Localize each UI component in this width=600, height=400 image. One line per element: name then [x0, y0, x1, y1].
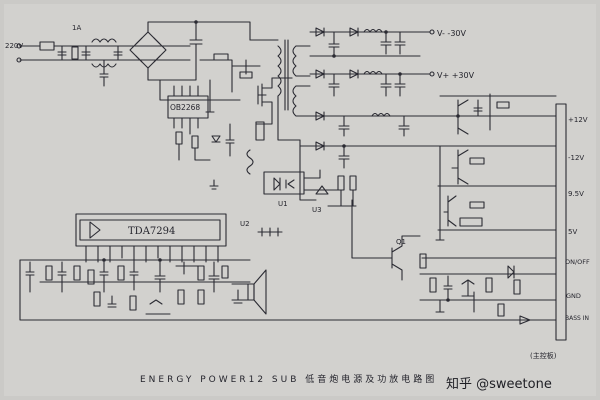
- connector-pin-bassin: BASS IN: [565, 315, 589, 322]
- power-rails-section: V- -30V V+ +30V: [309, 27, 475, 97]
- transformer: [249, 39, 311, 141]
- control-section: [419, 265, 557, 317]
- mains-input-section: OB2268: [16, 21, 293, 190]
- connector-pin-5v: 5V: [568, 228, 577, 236]
- amp-ic-label: TDA7294: [128, 226, 175, 237]
- rail-plus-label: V+ +30V: [437, 71, 475, 80]
- connector-caption: (主控板): [530, 351, 557, 360]
- ic-ref-label: U2: [240, 220, 250, 228]
- connector-pin-9v5: 9.5V: [568, 190, 584, 198]
- pwm-ic-label: OB2268: [170, 103, 200, 112]
- connector-pin-minus12v: -12V: [568, 154, 584, 162]
- connector-body: [555, 103, 567, 341]
- fuse-rating-label: 1A: [72, 24, 81, 32]
- diagram-title: ENERGY POWER12 SUB 低音炮电源及功放电路图: [140, 373, 437, 385]
- connector-pin-gnd: GND: [566, 292, 581, 300]
- pwm-ic-body: [167, 95, 209, 119]
- watermark: 知乎 @sweetone: [446, 376, 552, 392]
- main-board-connector: [547, 103, 567, 341]
- opto-label: U1: [278, 200, 288, 208]
- rail-minus-label: V- -30V: [437, 29, 467, 38]
- speaker-cone: [253, 269, 267, 315]
- connector-pin-onoff: ON/OFF: [565, 258, 590, 266]
- transistor-label: Q1: [396, 238, 406, 246]
- amp-ic-body: [75, 213, 227, 247]
- amplifier-section: TDA7294 U2: [19, 213, 557, 325]
- optocoupler: [263, 171, 305, 195]
- feedback-section: U1 U3 Q1: [263, 169, 557, 281]
- connector-pin-plus12v: +12V: [568, 116, 588, 124]
- mains-voltage-label: 220V: [5, 42, 23, 50]
- shunt-ref-label: U3: [312, 206, 322, 214]
